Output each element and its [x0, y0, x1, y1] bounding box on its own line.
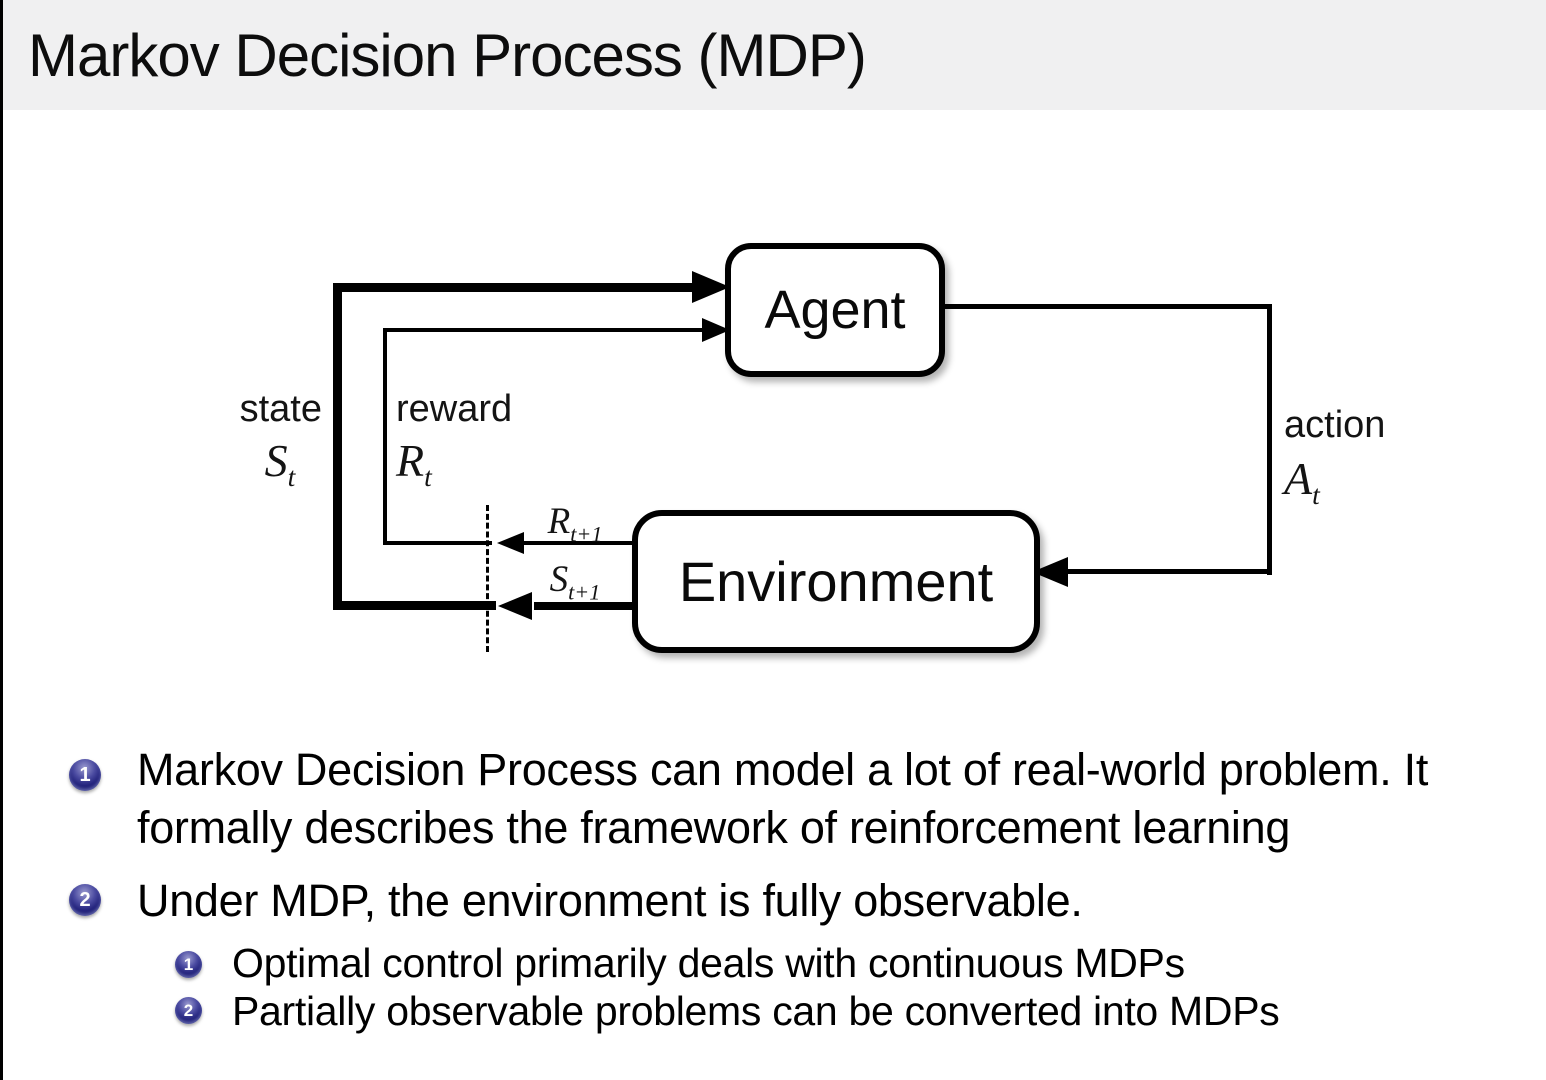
time-boundary-dashed-line	[486, 505, 489, 652]
bullet-1-number-badge: 1	[69, 759, 101, 791]
bullet-1-text: Markov Decision Process can model a lot …	[137, 744, 1429, 853]
action-loop-top-line	[932, 304, 1272, 309]
action-loop-bottom-line	[1068, 569, 1272, 574]
sub-bullet-1-text: Optimal control primarily deals with con…	[232, 940, 1185, 986]
sub-bullet-2-number-badge: 2	[175, 997, 202, 1024]
state-loop-bottom-line	[333, 601, 496, 610]
reward-loop-bottom-line	[385, 541, 492, 545]
slide-title: Markov Decision Process (MDP)	[28, 22, 867, 89]
state-next-symbol: St+1	[549, 559, 601, 605]
reward-next-arrowhead-icon	[497, 532, 524, 554]
sub-bullet-2-text: Partially observable problems can be con…	[232, 988, 1280, 1034]
state-arrowhead-icon	[692, 271, 730, 303]
sub-bullet-1-number-badge: 1	[175, 951, 202, 978]
environment-box: Environment	[632, 510, 1040, 653]
environment-label: Environment	[678, 550, 994, 613]
bullet-2-number-badge: 2	[69, 884, 101, 916]
action-symbol: At	[1284, 453, 1320, 511]
state-label: state	[239, 388, 322, 430]
state-loop-vertical-line	[333, 283, 342, 610]
state-next-arrowhead-icon	[498, 592, 532, 620]
reward-label: reward	[396, 388, 513, 430]
action-loop-vertical-line	[1267, 304, 1272, 575]
bullet-2-text: Under MDP, the environment is fully obse…	[137, 875, 1083, 926]
reward-loop-vertical-line	[383, 328, 387, 545]
reward-symbol: Rt	[396, 435, 432, 493]
state-symbol: St	[264, 435, 296, 493]
agent-box: Agent	[725, 243, 945, 377]
agent-label: Agent	[764, 280, 906, 340]
reward-next-symbol: Rt+1	[547, 501, 603, 547]
slide-left-border	[0, 0, 3, 1080]
action-label: action	[1284, 404, 1386, 446]
reward-next-tail-line	[524, 541, 632, 545]
title-bar: Markov Decision Process (MDP)	[0, 0, 1546, 110]
reward-loop-top-line	[383, 328, 704, 332]
state-loop-top-line	[333, 283, 694, 292]
state-next-tail-line	[534, 602, 632, 610]
